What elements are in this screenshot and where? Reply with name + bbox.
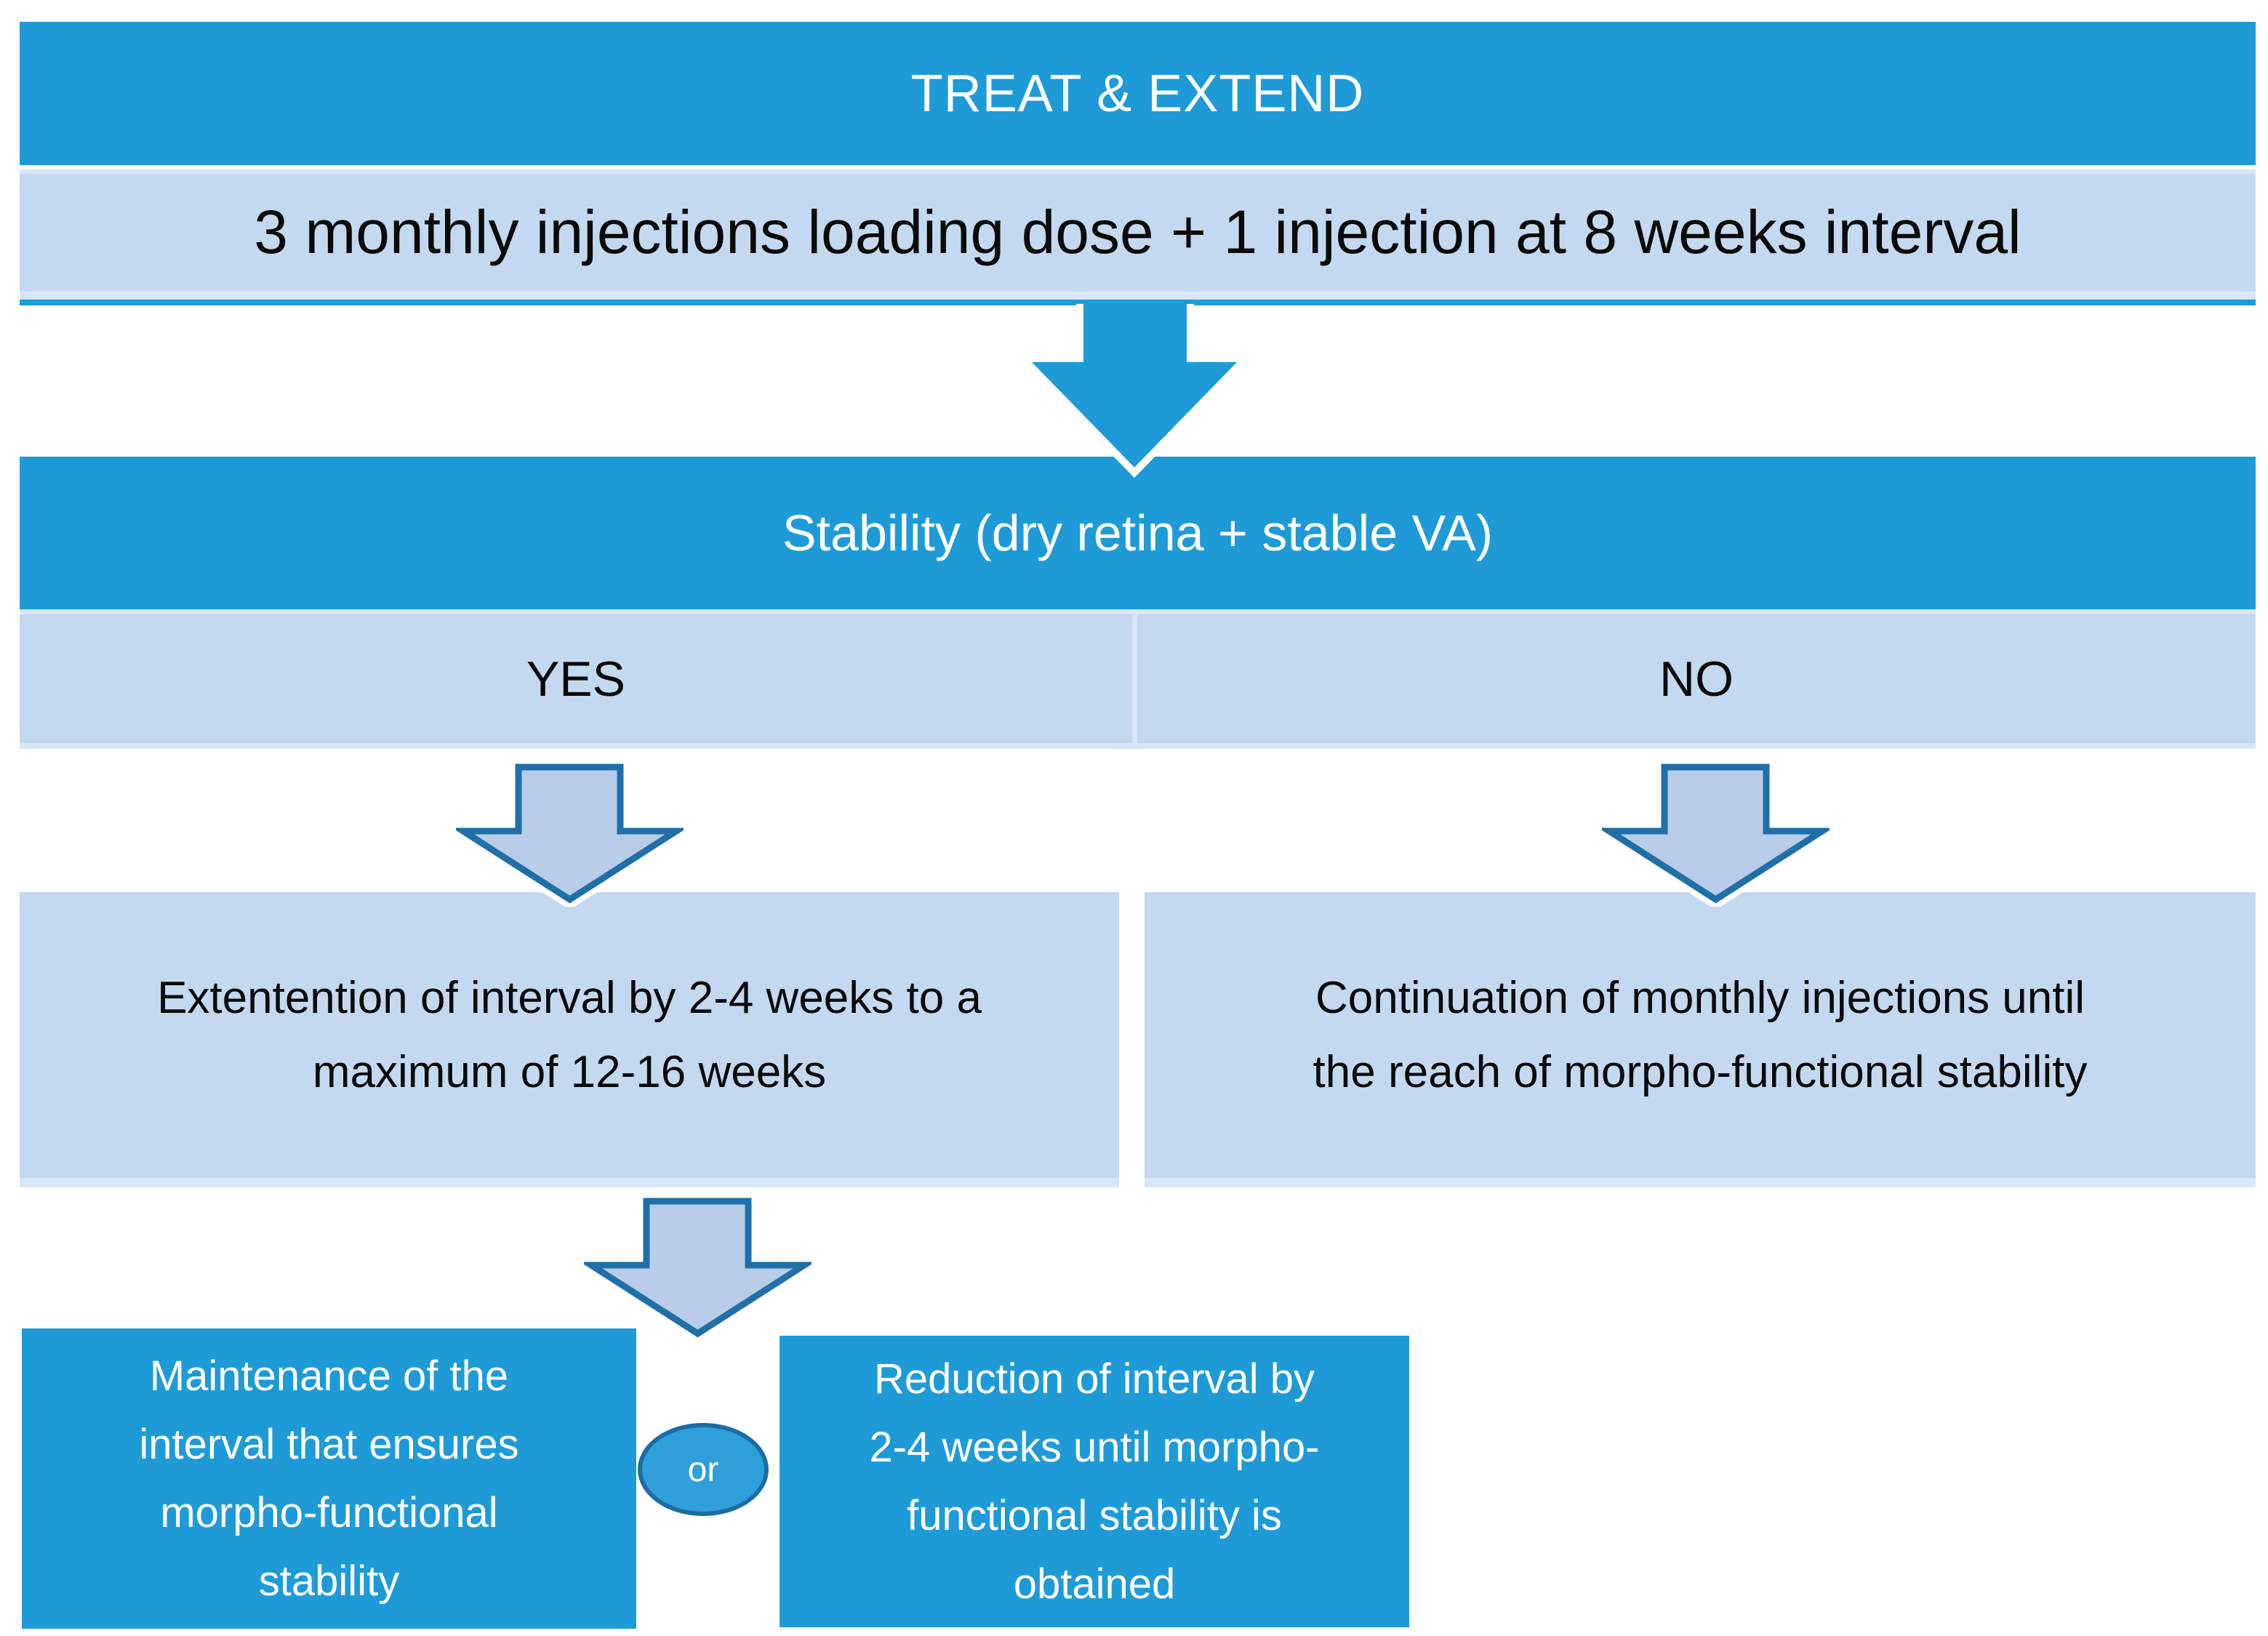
- reduction-line: obtained: [1013, 1560, 1176, 1608]
- down-arrow-icon: [1016, 304, 1253, 478]
- no-outcome-line: Continuation of monthly injections until: [1315, 972, 2085, 1023]
- yes-no-divider: [1132, 614, 1137, 743]
- stability-question-text: Stability (dry retina + stable VA): [782, 505, 1494, 561]
- yes-down-arrow-icon: [456, 760, 684, 907]
- loading-bar-underline: [20, 300, 2256, 305]
- reduction-line: functional stability is: [907, 1491, 1282, 1539]
- maintenance-box: Maintenance of the interval that ensures…: [22, 1328, 636, 1629]
- reduction-line: 2-4 weeks until morpho-: [869, 1423, 1320, 1471]
- no-label: NO: [1659, 651, 1734, 707]
- no-down-arrow-icon: [1602, 760, 1830, 907]
- maintenance-line: interval that ensures: [139, 1420, 519, 1468]
- header-bar: TREAT & EXTEND: [20, 22, 2256, 165]
- no-cell: NO: [1137, 614, 2256, 743]
- or-connector: or: [638, 1423, 769, 1516]
- yes-outcome-line: Extentention of interval by 2-4 weeks to…: [157, 972, 982, 1023]
- stability-bar: Stability (dry retina + stable VA): [20, 457, 2256, 609]
- maintenance-line: Maintenance of the: [149, 1352, 509, 1400]
- no-outcome-line: the reach of morpho-functional stability: [1313, 1046, 2088, 1097]
- stability-row-divider: [20, 609, 2256, 614]
- yes-label: YES: [526, 651, 626, 707]
- no-outcome-box: Continuation of monthly injections until…: [1145, 892, 2256, 1187]
- reduction-line: Reduction of interval by: [873, 1355, 1315, 1403]
- loading-dose-bar: 3 monthly injections loading dose + 1 in…: [20, 169, 2256, 300]
- maintenance-line: stability: [258, 1557, 400, 1605]
- loading-dose-text: 3 monthly injections loading dose + 1 in…: [254, 198, 2021, 266]
- maintenance-line: morpho-functional: [160, 1488, 498, 1536]
- yes-no-row-bottom-edge: [20, 743, 2256, 749]
- branch-down-arrow-icon: [584, 1194, 812, 1341]
- flowchart-title: TREAT & EXTEND: [910, 64, 1365, 123]
- yes-outcome-box: Extentention of interval by 2-4 weeks to…: [20, 892, 1119, 1187]
- yes-outcome-line: maximum of 12-16 weeks: [312, 1046, 827, 1097]
- yes-cell: YES: [20, 614, 1132, 743]
- reduction-box: Reduction of interval by 2-4 weeks until…: [780, 1336, 1409, 1627]
- or-label: or: [687, 1450, 719, 1489]
